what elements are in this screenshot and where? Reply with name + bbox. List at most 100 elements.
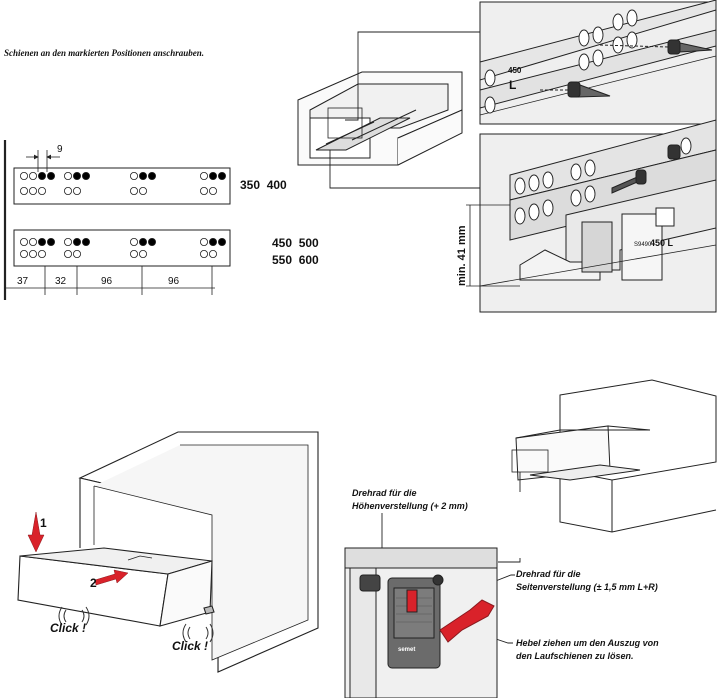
marked-hole: [138, 237, 147, 246]
drill-hole: [138, 186, 147, 195]
drill-hole: [138, 249, 147, 258]
cabinet-perspective: [297, 71, 463, 166]
step-1-label: 1: [40, 516, 47, 530]
drill-hole: [28, 237, 37, 246]
dim-top-gap: 9: [57, 144, 63, 155]
rail-diagram: [3, 140, 231, 300]
drill-hole: [129, 186, 138, 195]
note-release-line1: Hebel ziehen um den Auszug von: [516, 638, 659, 648]
rail-sizes-row2b: 550 600: [272, 253, 319, 267]
rail-hole: [578, 29, 590, 47]
dim-37: 37: [17, 276, 29, 287]
slide-rail-hole: [514, 177, 526, 195]
step-2-label: 2: [90, 576, 97, 590]
marked-hole: [208, 171, 217, 180]
arrow-push-icon: [94, 569, 129, 586]
marked-hole: [47, 237, 56, 246]
note-height-line1: Drehrad für die: [352, 488, 417, 498]
marked-hole: [73, 237, 82, 246]
marked-hole: [82, 171, 91, 180]
marked-hole: [217, 171, 226, 180]
cabinet-with-drawer: [17, 431, 319, 673]
rail-sizes-row2a: 450 500: [272, 236, 319, 250]
note-side-line2: Seitenverstellung (± 1,5 mm L+R): [516, 582, 658, 592]
marked-hole: [38, 237, 47, 246]
drill-hole: [38, 186, 47, 195]
latch-closeup: [344, 547, 498, 698]
rail-hole: [484, 96, 496, 114]
note-height-adjust: Drehrad für die Höhenverstellung (+ 2 mm…: [352, 487, 468, 513]
slide-rail-hole: [584, 159, 596, 177]
drill-hole: [199, 237, 208, 246]
drill-hole: [38, 249, 47, 258]
marked-hole: [147, 237, 156, 246]
drill-hole: [28, 186, 37, 195]
slide-rail-hole: [528, 174, 540, 192]
callout-lines: [329, 31, 480, 189]
arrow-down-icon: [27, 511, 45, 553]
rail-sizes-row1: 350 400: [240, 178, 287, 192]
marked-hole: [82, 237, 91, 246]
drill-hole: [64, 249, 73, 258]
drill-hole: [73, 186, 82, 195]
note-side-line1: Drehrad für die: [516, 569, 581, 579]
slide-rail-hole: [528, 203, 540, 221]
rail-upper: [13, 167, 231, 205]
drill-hole: [129, 237, 138, 246]
note-release: Hebel ziehen um den Auszug von den Laufs…: [516, 637, 659, 663]
slide-rail-hole: [680, 137, 692, 155]
rail-hole: [612, 36, 624, 54]
drill-hole: [64, 186, 73, 195]
click-label-right: Click !: [172, 639, 209, 653]
drill-hole: [19, 237, 28, 246]
marked-hole: [73, 171, 82, 180]
dim-96-a: 96: [101, 276, 113, 287]
rail-hole-groups: [19, 171, 226, 258]
rail-hole: [612, 13, 624, 31]
rail-lower: [13, 229, 231, 267]
marked-hole: [38, 171, 47, 180]
rail-hole: [592, 26, 604, 44]
note-release-line2: den Laufschienen zu lösen.: [516, 651, 634, 661]
slide-rail-hole: [542, 171, 554, 189]
detail-slide-holes: [514, 137, 692, 225]
min-height-label: min. 41 mm: [456, 225, 468, 286]
drill-hole: [28, 171, 37, 180]
drill-hole: [208, 249, 217, 258]
drill-hole: [199, 171, 208, 180]
click-label-left: Click !: [50, 621, 87, 635]
rail-mark-side: L: [509, 78, 517, 92]
drill-hole: [19, 186, 28, 195]
marked-hole: [47, 171, 56, 180]
slide-small-mark: S9490: [634, 242, 652, 248]
drill-hole: [64, 171, 73, 180]
detail-rail-slide: [466, 119, 717, 313]
note-height-line2: Höhenverstellung (+ 2 mm): [352, 501, 468, 511]
marked-hole: [217, 237, 226, 246]
rail-hole: [484, 69, 496, 87]
marked-hole: [147, 171, 156, 180]
drill-hole: [19, 171, 28, 180]
drill-hole: [199, 249, 208, 258]
dim-32: 32: [55, 276, 67, 287]
brand-mark: semet: [398, 647, 416, 653]
instruction-caption: Schienen an den markierten Positionen an…: [4, 48, 205, 58]
rail-hole: [626, 31, 638, 49]
slide-mark: 450 L: [650, 238, 674, 248]
rail-hole: [592, 49, 604, 67]
marked-hole: [208, 237, 217, 246]
slide-rail-hole: [542, 199, 554, 217]
drill-hole: [208, 186, 217, 195]
drill-hole: [73, 249, 82, 258]
slide-rail-hole: [514, 207, 526, 225]
drill-hole: [28, 249, 37, 258]
slide-rail-hole: [570, 189, 582, 207]
marked-hole: [138, 171, 147, 180]
note-side-adjust: Drehrad für die Seitenverstellung (± 1,5…: [516, 568, 658, 594]
dim-96-b: 96: [168, 276, 180, 287]
slide-rail-hole: [584, 185, 596, 203]
screws: [540, 39, 713, 98]
rail-hole: [626, 9, 638, 27]
dimension-lines: [4, 150, 215, 295]
